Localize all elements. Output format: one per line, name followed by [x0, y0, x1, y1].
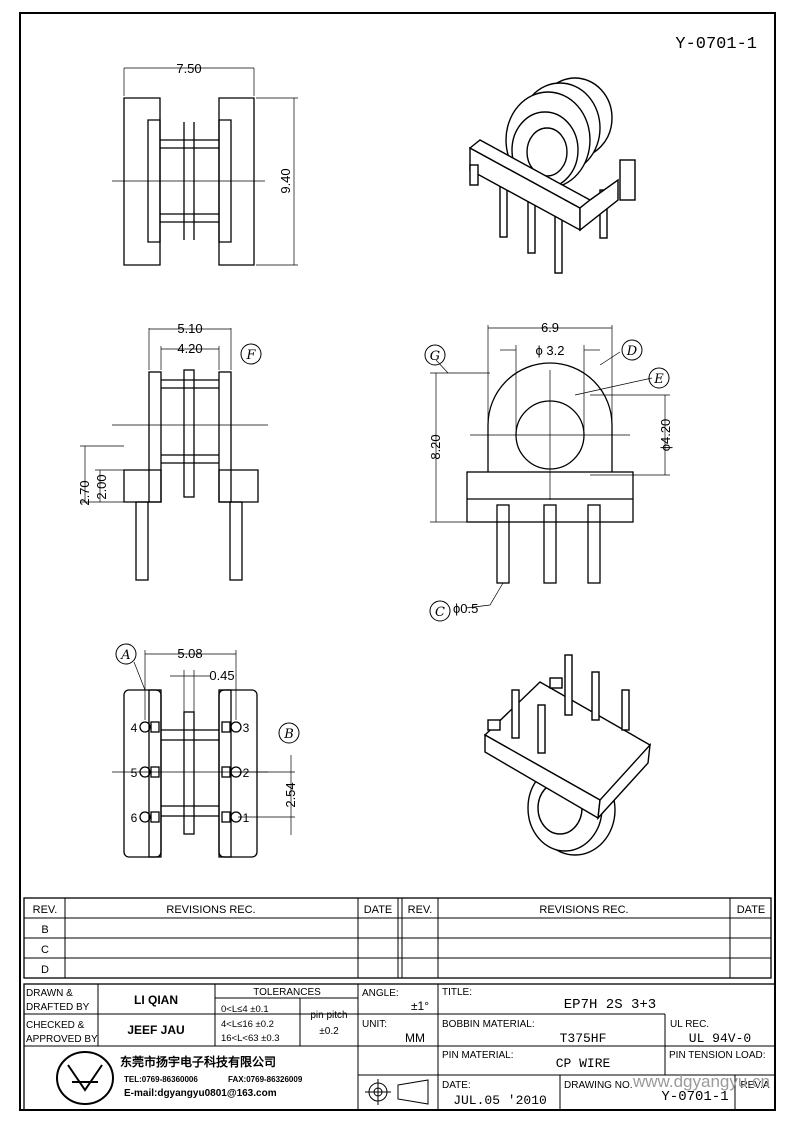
- callout-d-circle: [621, 339, 643, 361]
- iso-view-bottom: [483, 654, 651, 856]
- checked-value: JEEF JAU: [127, 1023, 184, 1037]
- pin-pitch-value: ±0.2: [319, 1026, 339, 1037]
- callout-f: F: [245, 348, 256, 363]
- company-email: E-mail:dgyangyu0801@163.com: [124, 1088, 277, 1099]
- checked-label-1: CHECKED &: [26, 1020, 85, 1031]
- dim-front-height: 8.20: [428, 434, 443, 459]
- rev-row-b: B: [41, 924, 48, 936]
- pin-pitch-label: pin pitch: [310, 1010, 347, 1021]
- dim-front-flange: ϕ4.20: [658, 419, 673, 452]
- rev-col-rev-right: REV.: [408, 904, 433, 916]
- callout-e: E: [653, 372, 664, 387]
- callout-b: B: [283, 727, 294, 742]
- rev-label: REV.A: [740, 1080, 769, 1091]
- rev-col-revisions-left: REVISIONS REC.: [166, 904, 255, 916]
- callout-d: D: [626, 344, 638, 359]
- callout-c: C: [435, 605, 445, 620]
- rev-col-rev-left: REV.: [33, 904, 58, 916]
- iso-view-top: [468, 77, 636, 274]
- checked-label-2: APPROVED BY: [26, 1034, 98, 1045]
- dim-top-width: 7.50: [176, 61, 201, 76]
- tol-row-3: 16<L<63 ±0.3: [221, 1033, 280, 1044]
- view-bottom: [112, 650, 295, 858]
- dim-front-pin: ϕ0.5: [453, 601, 478, 616]
- drawing-no-label: DRAWING NO.: [564, 1080, 633, 1091]
- rev-col-date-left: DATE: [364, 904, 393, 916]
- pin-label-6: 6: [131, 811, 138, 825]
- view-top: [112, 67, 298, 266]
- angle-label: ANGLE:: [362, 988, 399, 999]
- dim-bottom-rowpitch: 2.54: [283, 782, 298, 807]
- drawn-value: LI QIAN: [134, 993, 178, 1007]
- unit-value: MM: [405, 1031, 425, 1045]
- view-side: [80, 328, 268, 581]
- pin-label-1: 1: [243, 811, 250, 825]
- drawing-code-top: Y-0701-1: [675, 35, 757, 54]
- company-logo: [56, 1051, 114, 1105]
- dim-top-height: 9.40: [278, 168, 293, 193]
- tol-row-2: 4<L≤16 ±0.2: [221, 1019, 274, 1030]
- pin-material-value: CP WIRE: [556, 1056, 611, 1071]
- dim-front-width: 6.9: [541, 320, 559, 335]
- drawing-no-value: Y-0701-1: [661, 1089, 728, 1105]
- title-label: TITLE:: [442, 987, 472, 998]
- watermark: www.dgyangyu.cn: [632, 1072, 770, 1091]
- dim-front-bore: ϕ 3.2: [536, 343, 565, 358]
- drawn-label-1: DRAWN &: [26, 988, 73, 999]
- title-value: EP7H 2S 3+3: [564, 997, 656, 1013]
- callout-f-circle: [240, 343, 262, 365]
- revisions-table: [23, 897, 772, 979]
- company-name: 东莞市扬宇电子科技有限公司: [120, 1054, 276, 1069]
- view-front: [430, 325, 670, 609]
- bobbin-value: T375HF: [560, 1031, 607, 1046]
- rev-row-d: D: [41, 964, 49, 976]
- callout-a: A: [120, 648, 130, 663]
- angle-value: ±1°: [411, 999, 429, 1013]
- unit-label: UNIT:: [362, 1019, 387, 1030]
- company-fax: FAX:0769-86326009: [228, 1075, 303, 1084]
- date-label: DATE:: [442, 1080, 471, 1091]
- callout-e-circle: [648, 367, 670, 389]
- company-tel: TEL:0769-86360006: [124, 1075, 198, 1084]
- dim-side-200: 2.00: [94, 474, 109, 499]
- rev-col-date-right: DATE: [737, 904, 766, 916]
- tol-row-1: 0<L≤4 ±0.1: [221, 1004, 269, 1015]
- tolerances-label: TOLERANCES: [253, 987, 321, 998]
- projection-symbol-icon: [365, 1079, 429, 1105]
- rev-col-revisions-right: REVISIONS REC.: [539, 904, 628, 916]
- pin-material-label: PIN MATERIAL:: [442, 1050, 514, 1061]
- dim-bottom-pitch: 5.08: [177, 646, 202, 661]
- callout-g: G: [430, 349, 440, 364]
- callout-b-circle: [278, 722, 300, 744]
- drawn-label-2: DRAFTED BY: [26, 1002, 90, 1013]
- rev-row-c: C: [41, 944, 49, 956]
- dim-side-outer: 5.10: [177, 321, 202, 336]
- date-value: JUL.05 '2010: [453, 1093, 547, 1108]
- bobbin-label: BOBBIN MATERIAL:: [442, 1019, 535, 1030]
- pin-label-3: 3: [243, 721, 250, 735]
- pin-label-5: 5: [131, 766, 138, 780]
- dim-side-270: 2.70: [77, 480, 92, 505]
- pin-label-2: 2: [243, 766, 250, 780]
- callout-g-circle: [424, 344, 446, 366]
- ul-label: UL REC.: [670, 1019, 709, 1030]
- dim-side-inner: 4.20: [177, 341, 202, 356]
- pin-label-4: 4: [131, 721, 138, 735]
- ul-value: UL 94V-0: [689, 1031, 751, 1046]
- title-block-grid: [23, 983, 776, 1111]
- callout-a-circle: [115, 643, 137, 665]
- pin-tension-label: PIN TENSION LOAD:: [669, 1050, 766, 1061]
- callout-c-circle: [429, 600, 451, 622]
- dim-bottom-gap: 0.45: [209, 668, 234, 683]
